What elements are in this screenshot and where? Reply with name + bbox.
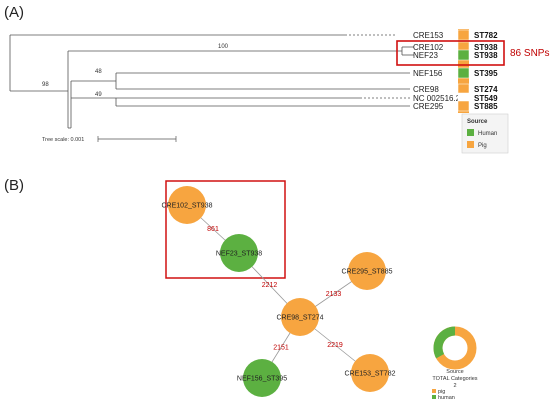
edge-label: 2151 [273,345,289,352]
node-label: CRE102_ST938 [162,203,213,210]
source-cell-human [457,49,470,61]
leaf-label: NEF156 [413,69,443,78]
leaf-label: CRE153 [413,31,444,40]
donut-legend-swatch-pig [432,389,436,393]
st-label: ST782 [474,31,498,40]
snp-label: 86 SNPs [510,48,549,59]
leaf-label: CRE98 [413,85,439,94]
st-label: ST395 [474,69,498,78]
mst-network: 861 2212 2133 2151 2219 CRE102_ST938NEF23_ST9… [162,186,396,397]
st-label: ST938 [474,43,498,52]
legend-swatch-human [467,129,474,136]
st-label: ST274 [474,85,498,94]
network-node-pig [281,298,319,336]
tree-scale-label: Tree scale: 0.001 [42,137,84,143]
donut-legend-swatch-human [432,395,436,399]
node-label: NEF156_ST395 [237,376,287,383]
donut-legend-pig: pig [438,389,445,395]
legend-label-pig: Pig [478,143,487,149]
st-label: ST549 [474,94,498,103]
edge-label: 861 [207,226,219,233]
network-highlight-box [165,180,286,279]
network-node-human [243,359,281,397]
bootstrap-48: 48 [95,69,102,75]
node-label: CRE98_ST274 [276,315,323,322]
legend-title: Source [467,119,488,125]
legend-swatch-pig [467,141,474,148]
bootstrap-49: 49 [95,92,102,98]
st-label: ST938 [474,51,498,60]
leaf-label: CRE295 [413,102,444,111]
source-donut: Source TOTAL Categories 2 pig human [432,326,478,401]
leaf-label: NEF23 [413,51,438,60]
network-node-pig [348,252,386,290]
panel-a-label: (A) [4,4,24,21]
snp-highlight-box [396,40,505,66]
phylogenetic-tree [9,34,414,129]
network-node-pig [168,186,206,224]
panel-b-label: (B) [4,177,24,194]
bootstrap-100: 100 [218,44,229,50]
source-legend: Source Human Pig [461,113,509,154]
donut-caption-1: Source [446,369,463,375]
leaf-label: NC 002516.2 [413,94,461,103]
network-node-pig [351,354,389,392]
edge-label: 2133 [326,291,342,298]
source-cell-pig [457,83,470,95]
tree-scale-bar [97,136,177,142]
edge-label: 2219 [327,342,343,349]
source-cell-pig [457,29,470,41]
donut-human-arc [433,326,456,359]
node-label: CRE153_ST782 [345,371,396,378]
leaf-label: CRE102 [413,43,444,52]
donut-caption-3: 2 [453,383,456,389]
donut-legend-human: human [438,395,455,401]
st-label: ST885 [474,102,498,111]
node-label: CRE295_ST885 [342,269,393,276]
source-cell-pig [457,100,470,112]
bootstrap-98: 98 [42,82,49,88]
legend-label-human: Human [478,131,497,137]
node-label: NEF23_ST938 [216,251,262,258]
source-cell-human [457,67,470,79]
edge-label: 2212 [262,282,278,289]
network-node-human [220,234,258,272]
donut-caption-2: TOTAL Categories [432,376,477,382]
